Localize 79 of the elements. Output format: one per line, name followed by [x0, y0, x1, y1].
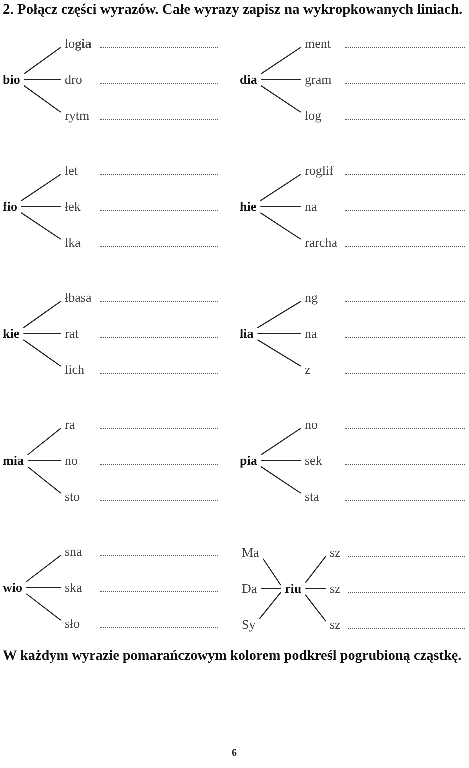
connector-line [24, 86, 62, 113]
word-stem: pia [240, 453, 258, 469]
instruction-text: W każdym wyrazie pomarańczowym kolorem podkreśl pogrubioną cząstkę. [3, 648, 462, 665]
connector-line [28, 466, 62, 494]
connector-line [260, 206, 301, 208]
word-stem: lia [240, 326, 254, 342]
connector-line [306, 588, 326, 590]
word-part: łbasa [65, 290, 92, 306]
connector-line [261, 588, 281, 590]
connector-line [28, 460, 61, 462]
connector-line [257, 301, 302, 328]
connector-line [259, 592, 282, 620]
word-part: sz [330, 581, 341, 597]
word-part: z [305, 362, 311, 378]
word-part: rarcha [305, 235, 338, 251]
word-part: ment [305, 36, 331, 52]
connector-line [260, 174, 302, 202]
connector-line [258, 333, 301, 335]
connector-line [261, 79, 301, 81]
connector-line [21, 174, 62, 202]
word-stem: bio [3, 72, 20, 88]
connector-line [305, 594, 326, 622]
connector-line [24, 47, 62, 74]
word-part: łek [65, 199, 81, 215]
word-part: rat [65, 326, 79, 342]
connector-line [24, 333, 61, 335]
connector-line [261, 428, 302, 456]
word-part: sto [65, 489, 80, 505]
word-part: Da [242, 581, 258, 597]
connector-line [26, 555, 62, 582]
word-stem: kie [3, 326, 20, 342]
connector-line [26, 587, 61, 589]
word-part: logia [65, 36, 92, 52]
connector-line [261, 466, 302, 494]
word-stem: riu [285, 581, 302, 597]
word-part: Sy [242, 617, 256, 633]
word-part: sta [305, 489, 320, 505]
word-part: log [305, 108, 322, 124]
word-stem: dia [240, 72, 258, 88]
connector-line [28, 428, 62, 456]
word-part: ng [305, 290, 318, 306]
connector-line [261, 86, 302, 113]
word-stem: hie [240, 199, 257, 215]
word-part: lich [65, 362, 84, 378]
connector-line [257, 340, 302, 367]
word-part: Ma [242, 545, 260, 561]
word-part: sz [330, 545, 341, 561]
connector-line [23, 340, 62, 367]
connector-line [23, 301, 62, 328]
connector-line [261, 460, 301, 462]
connector-line [24, 79, 61, 81]
connector-line [261, 47, 302, 74]
connector-line [26, 594, 62, 621]
word-part: na [305, 199, 318, 215]
word-part: ska [65, 580, 82, 596]
page-number: 6 [231, 748, 238, 759]
word-part: rytm [65, 108, 90, 124]
word-part: dro [65, 72, 82, 88]
connector-line [305, 556, 326, 584]
word-stem: mia [3, 453, 24, 469]
word-part: lka [65, 235, 81, 251]
word-part: no [65, 453, 78, 469]
connector-line [21, 212, 62, 240]
word-part: ra [65, 417, 76, 433]
connector-line [260, 212, 302, 240]
word-part: no [305, 417, 318, 433]
word-part: sna [65, 544, 82, 560]
word-part: gram [305, 72, 332, 88]
task-heading: 2. Połącz części wyrazów. Całe wyrazy zapisz na wykropkowanych liniach. [3, 2, 463, 19]
word-part: sz [330, 617, 341, 633]
word-part: sek [305, 453, 322, 469]
word-part: na [305, 326, 318, 342]
word-part: roglif [305, 163, 334, 179]
word-part: sło [65, 616, 80, 632]
word-part: let [65, 163, 78, 179]
connector-line [21, 206, 61, 208]
word-stem: fio [3, 199, 18, 215]
word-stem: wio [3, 580, 22, 596]
connector-line [262, 558, 282, 586]
